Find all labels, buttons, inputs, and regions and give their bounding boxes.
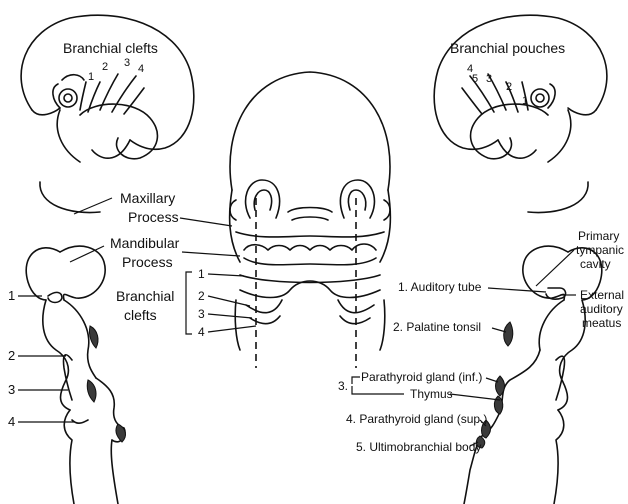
parathyroid-inf-label: Parathyroid gland (inf.) [361, 370, 482, 384]
left-section-number-3: 3 [8, 382, 15, 397]
ultimobranchial-label: 5. Ultimobranchial body [356, 440, 481, 454]
center-cleft-number-3: 3 [198, 307, 205, 321]
maxillary-label-line1: Maxillary [120, 190, 175, 206]
left-cleft-number-1: 1 [88, 71, 94, 83]
external-meatus-line3: meatus [582, 316, 621, 330]
external-meatus-line2: auditory [580, 302, 623, 316]
primary-tympanic-line3: cavity [580, 257, 611, 271]
branchial-clefts-bracket [186, 272, 192, 334]
mandibular-leader [182, 252, 240, 256]
external-meatus-line1: External [580, 288, 624, 302]
left-section-number-1: 1 [8, 288, 15, 303]
left-section [26, 182, 125, 504]
center-cleft-number-2: 2 [198, 289, 205, 303]
left-cleft-number-3: 3 [124, 57, 130, 69]
right-pouch-number-3: 3 [486, 73, 492, 85]
parathyroid-sup-label: 4. Parathyroid gland (sup.) [346, 412, 487, 426]
right-pouch-number-2: 2 [506, 81, 512, 93]
primary-tympanic-line2: tympanic [576, 243, 624, 257]
left-title: Branchial clefts [63, 40, 158, 56]
maxillary-leader [180, 218, 232, 226]
mandibular-label-line1: Mandibular [110, 235, 180, 251]
branchial-clefts-label-line1: Branchial [116, 288, 174, 304]
right-embryo-head [434, 15, 607, 162]
right-title: Branchial pouches [450, 40, 565, 56]
auditory-tube-label: 1. Auditory tube [398, 280, 482, 294]
left-section-number-4: 4 [8, 414, 15, 429]
right-pouch-number-1: 1 [522, 95, 528, 107]
center-embryo-face [230, 72, 391, 368]
primary-tympanic-line1: Primary [578, 229, 619, 243]
right-pouch-number-5: 5 [472, 73, 478, 85]
left-cleft-number-2: 2 [102, 61, 108, 73]
center-cleft-number-1: 1 [198, 267, 205, 281]
left-embryo-head [21, 15, 194, 162]
thymus-label: Thymus [410, 387, 453, 401]
number-three-label: 3. [338, 379, 348, 393]
left-section-number-2: 2 [8, 348, 15, 363]
branchial-clefts-label-line2: clefts [124, 307, 157, 323]
left-cleft-number-4: 4 [138, 63, 144, 75]
mandibular-label-line2: Process [122, 254, 173, 270]
palatine-tonsil-label: 2. Palatine tonsil [393, 320, 481, 334]
maxillary-label-line2: Process [128, 209, 179, 225]
center-cleft-number-4: 4 [198, 325, 205, 339]
